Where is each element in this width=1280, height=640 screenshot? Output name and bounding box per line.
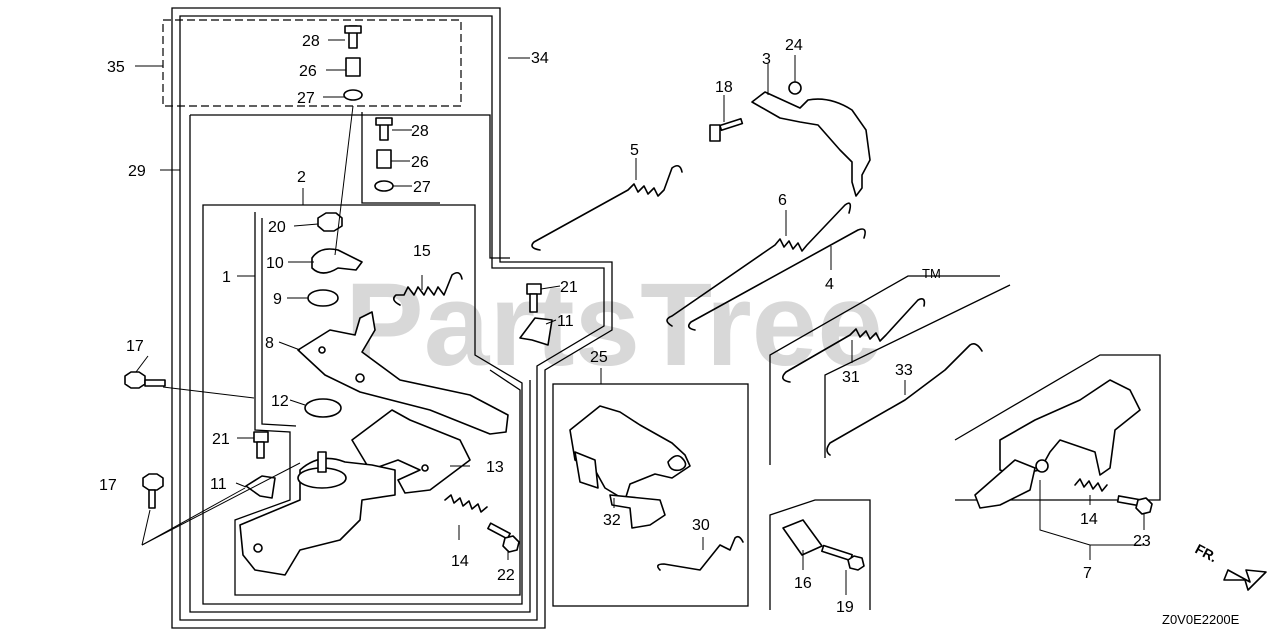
callout-34: 34 — [531, 50, 549, 67]
leader-lines — [135, 39, 1145, 595]
callout-27-top: 27 — [297, 90, 315, 107]
callout-29: 29 — [128, 163, 146, 180]
nut-20 — [317, 212, 343, 232]
rod-33 — [826, 343, 983, 456]
callout-11-left: 11 — [210, 476, 227, 493]
callout-17-lower: 17 — [99, 477, 117, 494]
rod-30 — [656, 535, 744, 571]
callout-11-right: 11 — [557, 313, 574, 330]
callout-14-right: 14 — [1080, 511, 1098, 528]
callout-labels: 35 34 28 26 27 29 28 26 27 3 24 18 5 2 2… — [99, 33, 1151, 616]
watermark-text: PartsTree — [345, 259, 883, 391]
parts-drawings — [124, 25, 1267, 591]
callout-18: 18 — [715, 79, 733, 96]
callout-1: 1 — [222, 269, 231, 286]
callout-25: 25 — [590, 349, 608, 366]
callout-2: 2 — [297, 169, 306, 186]
callout-21-right: 21 — [560, 279, 578, 296]
callout-35: 35 — [107, 59, 125, 76]
bolt-17-lower — [142, 473, 164, 509]
callout-5: 5 — [630, 142, 639, 159]
collar-26-mid — [376, 149, 392, 169]
bolt-17-upper — [124, 371, 166, 389]
bracket-32 — [569, 405, 691, 501]
collar-16 — [782, 519, 823, 556]
callout-9: 9 — [273, 291, 282, 308]
bolt-18 — [709, 117, 744, 142]
callout-30: 30 — [692, 517, 710, 534]
bracket-7 — [999, 379, 1141, 476]
lever-3 — [751, 91, 871, 197]
bolt-21-left — [253, 431, 269, 459]
diagram-code: Z0V0E2200E — [1162, 612, 1240, 627]
callout-32: 32 — [603, 512, 621, 529]
bolt-28-mid — [375, 117, 393, 141]
clip-27-top — [343, 89, 363, 101]
bolt-22 — [487, 522, 520, 553]
callout-3: 3 — [762, 51, 771, 68]
callout-21-left: 21 — [212, 431, 230, 448]
forward-arrow — [1223, 569, 1267, 591]
spring-14-right — [1074, 478, 1108, 492]
collar-26-top — [345, 57, 361, 77]
bolt-21-right — [526, 283, 542, 313]
callout-31: 31 — [842, 369, 860, 386]
callout-14-left: 14 — [451, 553, 469, 570]
callout-26-mid: 26 — [411, 154, 429, 171]
clip-27-mid — [374, 180, 394, 192]
assembly-frames — [135, 7, 1161, 629]
callout-15: 15 — [413, 243, 431, 260]
spring-32 — [667, 454, 687, 472]
callout-28-top: 28 — [302, 33, 320, 50]
watermark-trademark: TM — [922, 266, 941, 281]
bracket-13 — [351, 409, 471, 494]
bolt-23 — [1116, 495, 1153, 515]
washer-9 — [307, 289, 339, 307]
callout-10: 10 — [266, 255, 284, 272]
spring-rod-5 — [531, 164, 683, 251]
bolt-19 — [821, 544, 865, 571]
callout-26-top: 26 — [299, 63, 317, 80]
spring-15 — [392, 271, 463, 306]
callout-6: 6 — [778, 192, 787, 209]
spring-rod-31 — [782, 298, 926, 383]
direction-label: FR. — [1193, 541, 1220, 566]
callout-16: 16 — [794, 575, 812, 592]
callout-22: 22 — [497, 567, 515, 584]
spring-rod-6 — [666, 202, 852, 327]
callout-17-upper: 17 — [126, 338, 144, 355]
callout-13: 13 — [486, 459, 504, 476]
callout-12: 12 — [271, 393, 289, 410]
callout-27-mid: 27 — [413, 179, 431, 196]
plate-10 — [311, 248, 363, 274]
bolt-28-top — [344, 25, 362, 49]
nut-24 — [788, 81, 802, 95]
callout-8: 8 — [265, 335, 274, 352]
base-plate — [239, 457, 396, 576]
callout-28-mid: 28 — [411, 123, 429, 140]
rod-4 — [687, 228, 866, 331]
clip-11-left — [245, 475, 276, 499]
callout-24: 24 — [785, 37, 803, 54]
callout-4: 4 — [825, 276, 834, 293]
spring-14-left — [444, 494, 488, 513]
lever-8 — [297, 311, 509, 435]
callout-20: 20 — [268, 219, 286, 236]
callout-33: 33 — [895, 362, 913, 379]
callout-7: 7 — [1083, 565, 1092, 582]
clip-11-right — [519, 317, 553, 346]
washer-12 — [304, 398, 342, 418]
callout-19: 19 — [836, 599, 854, 616]
callout-23: 23 — [1133, 533, 1151, 550]
